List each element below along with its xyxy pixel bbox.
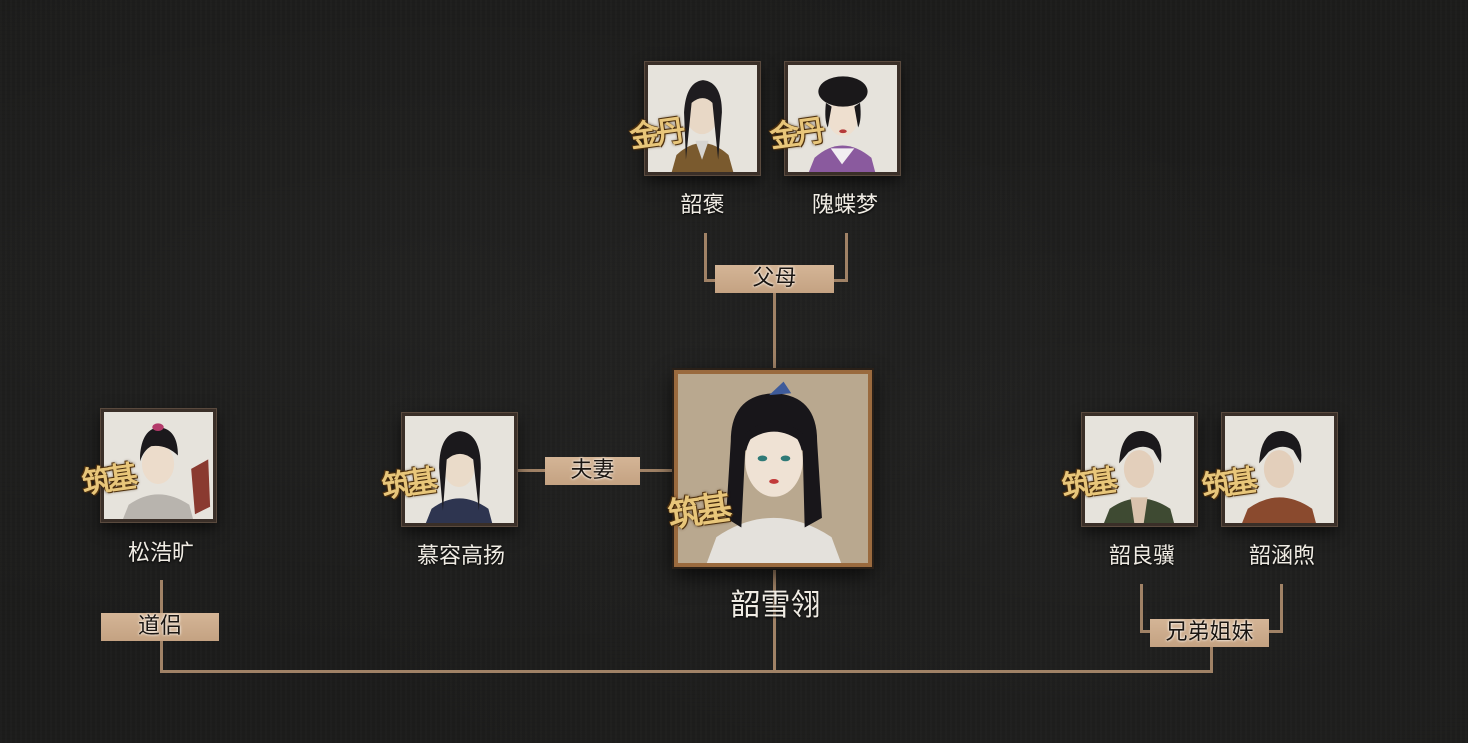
father-portrait[interactable] xyxy=(645,62,760,175)
bottom-horizontal-line xyxy=(160,670,1213,673)
mother-name: 隗蝶梦 xyxy=(811,193,878,218)
male-character-portrait-icon xyxy=(648,65,757,172)
parents-connector-right xyxy=(845,233,848,281)
sibling-2-portrait[interactable] xyxy=(1222,413,1337,526)
sibling-2-name: 韶涵煦 xyxy=(1248,544,1315,569)
male-character-portrait-icon xyxy=(1225,416,1334,523)
siblings-relation-label: 兄弟姐妹 xyxy=(1150,619,1269,647)
main-to-bottom-line xyxy=(773,570,776,672)
female-character-portrait-icon xyxy=(678,374,868,563)
siblings-to-bottom-line xyxy=(1210,632,1213,673)
parents-to-main-line xyxy=(773,282,776,370)
spouse-portrait[interactable] xyxy=(402,413,517,526)
male-character-portrait-icon xyxy=(104,412,213,519)
main-character-name: 韶雪翎 xyxy=(730,588,821,623)
dao-partner-portrait[interactable] xyxy=(101,409,216,522)
father-name: 韶褒 xyxy=(680,193,725,218)
mother-portrait[interactable] xyxy=(785,62,900,175)
male-character-portrait-icon xyxy=(1085,416,1194,523)
main-character-portrait[interactable] xyxy=(674,370,872,567)
sibling-1-name: 韶良骥 xyxy=(1108,544,1175,569)
siblings-connector-right xyxy=(1280,584,1283,632)
female-character-portrait-icon xyxy=(788,65,897,172)
spouse-relation-label: 夫妻 xyxy=(545,457,640,485)
male-character-portrait-icon xyxy=(405,416,514,523)
siblings-connector-left xyxy=(1140,584,1143,632)
parents-connector-left xyxy=(704,233,707,281)
dao-partner-relation-label: 道侣 xyxy=(101,613,219,641)
sibling-1-portrait[interactable] xyxy=(1082,413,1197,526)
spouse-name: 慕容高扬 xyxy=(416,544,505,569)
dao-partner-name: 松浩旷 xyxy=(127,541,194,566)
parents-relation-label: 父母 xyxy=(715,265,834,293)
